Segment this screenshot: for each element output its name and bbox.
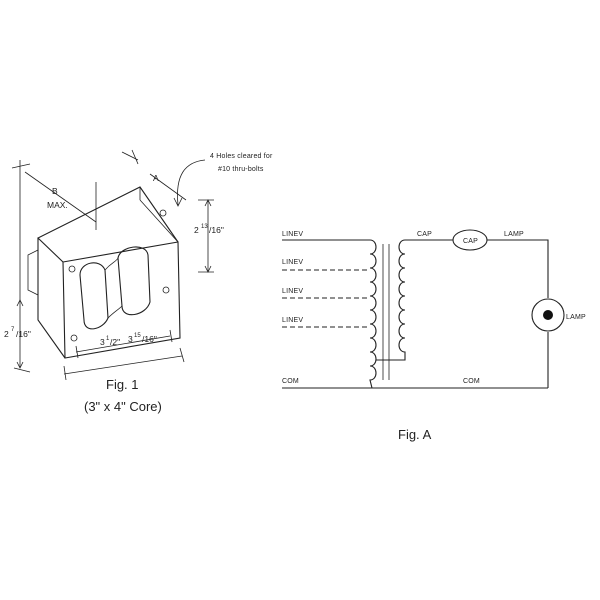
fig1-caption-line2: (3" x 4" Core) (84, 399, 162, 414)
dim-base1-whole: 3 (100, 337, 105, 347)
lamp-side-label: LAMP (566, 314, 586, 321)
dim-base2-frac: 15 (134, 333, 141, 339)
label-a: A (153, 173, 159, 183)
lead-label-linev-4: LINEV (282, 317, 303, 324)
lead-label-linev-3: LINEV (282, 288, 303, 295)
holes-callout-line2: #10 thru-bolts (218, 166, 264, 173)
holes-callout-arrowhead (173, 197, 183, 207)
dim-left-arrows (16, 299, 24, 369)
capacitor-label: CAP (463, 238, 478, 245)
dim-base2-den: /16" (142, 334, 157, 344)
dim-b-extension (11, 160, 31, 300)
core-side-face (37, 238, 66, 359)
core-top-edge (139, 187, 179, 243)
lamp-symbol (531, 298, 565, 332)
label-max: MAX. (47, 200, 68, 210)
coil-divider (104, 257, 123, 319)
dim-left-whole: 2 (4, 329, 9, 339)
dim-height-frac: 13 (201, 224, 208, 230)
core-top-face (37, 186, 179, 263)
dim-base-outer (63, 347, 185, 381)
core-front-face (62, 241, 181, 359)
coil-left (79, 262, 109, 330)
dim-height-arrows (204, 199, 212, 273)
bolt-hole-tr (159, 209, 167, 217)
figA-caption: Fig. A (398, 427, 432, 442)
lead-label-linev-2: LINEV (282, 259, 303, 266)
holes-callout-arrow (177, 159, 206, 206)
fig1-core-drawing: B MAX. A 4 Holes cleared for #10 thru-bo… (4, 149, 273, 414)
label-b: B (52, 186, 58, 196)
fig1-caption-line1: Fig. 1 (106, 377, 139, 392)
dim-b-leader (24, 171, 97, 223)
secondary-winding (376, 239, 406, 361)
primary-winding (369, 239, 377, 389)
com-right-label: COM (463, 378, 480, 385)
dim-height-den: /16" (209, 225, 224, 235)
bolt-hole-br (162, 286, 170, 294)
bolt-hole-tl (68, 265, 76, 273)
bolt-hole-bl (70, 334, 78, 342)
dim-height-whole: 2 (194, 225, 199, 235)
lamp-wire-label: LAMP (504, 231, 524, 238)
lamp-filament-dot (543, 310, 553, 320)
dim-left-line (13, 300, 31, 373)
lead-label-linev-1: LINEV (282, 231, 303, 238)
coil-right (117, 246, 151, 316)
dim-base1-frac: 1 (106, 336, 110, 342)
dim-a-line (121, 149, 187, 201)
core-left-tab (27, 249, 39, 296)
holes-callout-line1: 4 Holes cleared for (210, 153, 273, 160)
dim-base1-den: /2" (110, 337, 120, 347)
lamp-wire-top (487, 239, 549, 298)
figA-wiring-schematic: LINEV LINEV LINEV LINEV COM CAP CAP LAMP… (282, 229, 586, 442)
dim-left-frac: 7 (11, 327, 15, 333)
cap-wire-label: CAP (417, 231, 432, 238)
dim-base2-whole: 3 (128, 334, 133, 344)
dim-left-den: /16" (16, 329, 31, 339)
dim-base-inner (75, 329, 173, 359)
lead-label-com-left: COM (282, 378, 299, 385)
dim-height-line (198, 199, 214, 273)
